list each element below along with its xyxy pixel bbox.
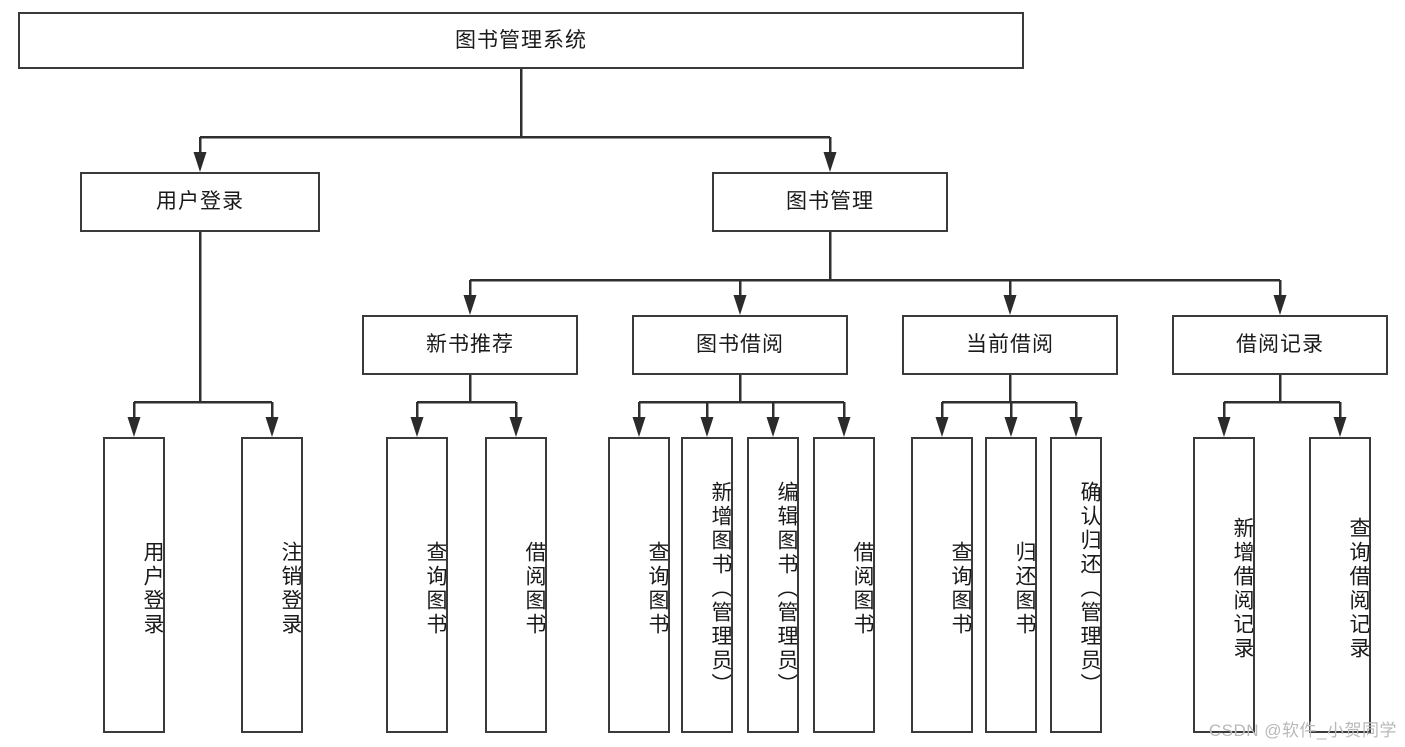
node-label: 新书推荐 <box>426 333 514 357</box>
node-label: 图书管理系统 <box>455 28 587 52</box>
node-label: 用户登录 <box>156 190 244 214</box>
watermark-label: CSDN @软件_小贺同学 <box>1208 721 1397 740</box>
node-label: 借阅记录 <box>1236 333 1324 357</box>
node-l-user-login[interactable]: 用户登录 <box>103 437 165 733</box>
node-label: 确认归还（管理员） <box>1078 481 1101 697</box>
node-label: 新增图书（管理员） <box>709 481 732 697</box>
node-label: 查询借阅记录 <box>1347 517 1370 661</box>
node-label: 查询图书 <box>646 541 669 637</box>
node-label: 用户登录 <box>141 541 164 637</box>
node-label: 注销登录 <box>279 541 302 637</box>
node-label: 归还图书 <box>1013 541 1036 637</box>
node-root[interactable]: 图书管理系统 <box>18 12 1024 69</box>
node-l-c-return[interactable]: 归还图书 <box>985 437 1037 733</box>
node-n-login[interactable]: 用户登录 <box>80 172 320 232</box>
node-l-new-query[interactable]: 查询图书 <box>386 437 448 733</box>
node-l-r-add[interactable]: 新增借阅记录 <box>1193 437 1255 733</box>
node-l-r-query[interactable]: 查询借阅记录 <box>1309 437 1371 733</box>
node-label: 查询图书 <box>424 541 447 637</box>
node-label: 当前借阅 <box>966 333 1054 357</box>
node-label: 编辑图书（管理员） <box>775 481 798 697</box>
node-l-c-query[interactable]: 查询图书 <box>911 437 973 733</box>
node-l-c-confirm[interactable]: 确认归还（管理员） <box>1050 437 1102 733</box>
node-label: 查询图书 <box>949 541 972 637</box>
node-n-cur[interactable]: 当前借阅 <box>902 315 1118 375</box>
node-l-b-query[interactable]: 查询图书 <box>608 437 670 733</box>
node-l-b-edit[interactable]: 编辑图书（管理员） <box>747 437 799 733</box>
node-label: 借阅图书 <box>851 541 874 637</box>
node-l-b-add[interactable]: 新增图书（管理员） <box>681 437 733 733</box>
node-n-new[interactable]: 新书推荐 <box>362 315 578 375</box>
node-n-rec[interactable]: 借阅记录 <box>1172 315 1388 375</box>
node-label: 借阅图书 <box>523 541 546 637</box>
node-label: 图书管理 <box>786 190 874 214</box>
node-l-new-borrow[interactable]: 借阅图书 <box>485 437 547 733</box>
node-label: 图书借阅 <box>696 333 784 357</box>
node-n-books[interactable]: 图书管理 <box>712 172 948 232</box>
node-n-borrow[interactable]: 图书借阅 <box>632 315 848 375</box>
node-l-user-logout[interactable]: 注销登录 <box>241 437 303 733</box>
node-l-b-borrow[interactable]: 借阅图书 <box>813 437 875 733</box>
node-label: 新增借阅记录 <box>1231 517 1254 661</box>
